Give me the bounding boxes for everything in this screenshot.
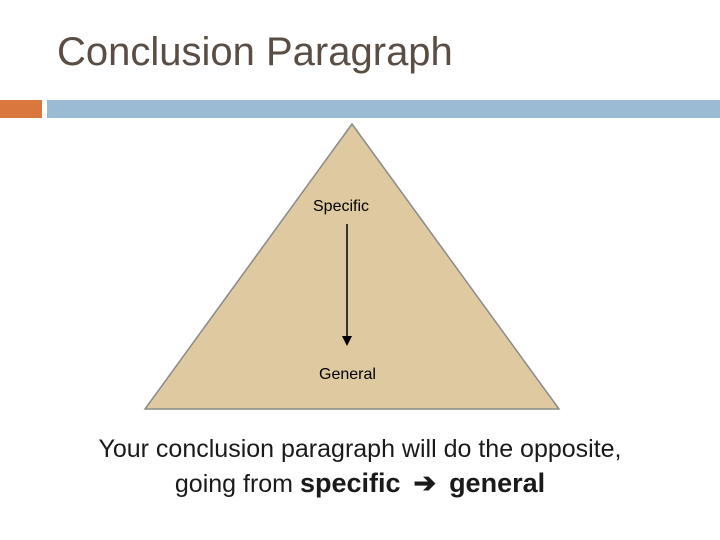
caption-line-1: Your conclusion paragraph will do the op… <box>98 435 622 463</box>
accent-bar-blue <box>47 100 720 118</box>
label-general: General <box>319 366 376 383</box>
arrow-down-icon <box>342 336 352 346</box>
caption-line-2: going from specific ➔ general <box>0 466 720 501</box>
accent-bar-orange <box>0 100 42 118</box>
arrow-right-icon: ➔ <box>413 468 437 498</box>
slide-title: Conclusion Paragraph <box>57 30 453 74</box>
caption: Your conclusion paragraph will do the op… <box>0 432 720 501</box>
caption-from: specific <box>299 468 401 498</box>
caption-prefix: going from <box>174 470 294 498</box>
caption-to: general <box>449 468 546 498</box>
pyramid-triangle <box>143 122 561 410</box>
label-specific: Specific <box>313 198 370 215</box>
